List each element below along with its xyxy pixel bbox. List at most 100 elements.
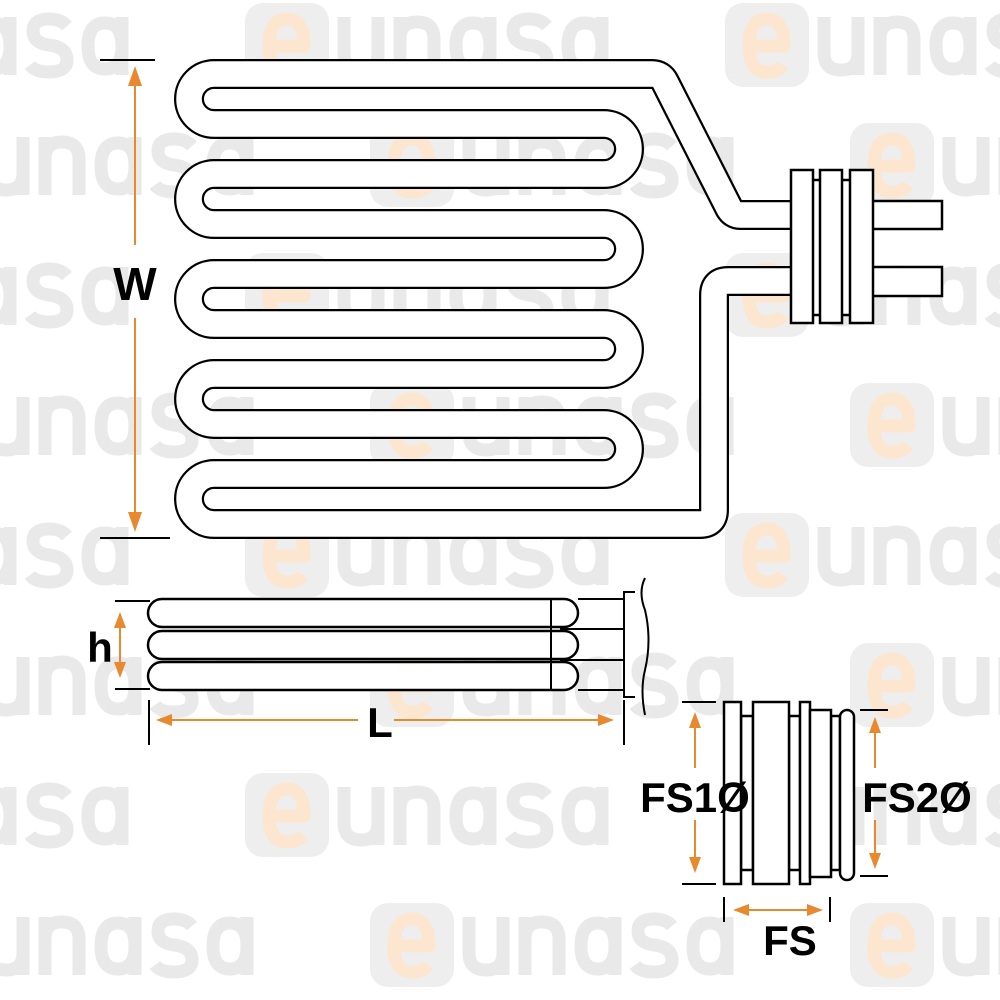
watermark-logo: [370, 903, 734, 987]
watermark-glyph: [942, 917, 990, 977]
watermark-glyph: [206, 916, 254, 976]
dimension-l: L: [148, 699, 625, 746]
watermark-glyph: [24, 782, 74, 849]
fs1-diameter-label: FS1Ø: [640, 774, 750, 821]
watermark-glyph: [81, 786, 129, 846]
watermark-glyph: [24, 262, 74, 329]
flange-ring: [722, 700, 743, 886]
watermark-glyph: [629, 652, 679, 719]
watermark-glyph: [0, 657, 30, 717]
watermark-glyph: [561, 786, 609, 846]
watermark-glyph: [629, 912, 679, 979]
flange-neck: [787, 714, 802, 872]
break-line: [640, 577, 650, 716]
watermark-glyph: [462, 917, 510, 977]
watermark-glyph: [24, 522, 74, 589]
dimension-fs1: FS1Ø: [640, 701, 750, 885]
watermark-glyph: [38, 135, 86, 195]
watermark-glyph: [984, 783, 1000, 848]
watermark-glyph: [24, 12, 74, 79]
h-label: h: [87, 624, 113, 671]
watermark-glyph: [984, 13, 1000, 78]
watermark-logo: [0, 522, 129, 589]
l-label: L: [367, 699, 393, 746]
watermark-logo: [725, 3, 1000, 87]
watermark-logo: [0, 782, 129, 849]
side-tube: [146, 597, 580, 629]
watermark-glyph: [574, 656, 622, 716]
flange-ring: [798, 700, 812, 886]
flange-plate: [789, 168, 815, 325]
watermark-logo: [0, 912, 254, 979]
watermark-logo: [850, 383, 1000, 467]
watermark-glyph: [0, 137, 30, 197]
fs-length-label: FS: [763, 917, 817, 964]
flange-neck: [829, 714, 842, 872]
watermark-logo: [0, 12, 129, 79]
watermark-glyph: [38, 655, 86, 715]
watermark-glyph: [942, 137, 990, 197]
flange-gasket: [838, 708, 856, 882]
watermark-glyph: [0, 397, 30, 457]
top-view-heating-element: [174, 59, 944, 539]
dimension-fs: FS: [723, 897, 831, 964]
watermark-glyph: [574, 916, 622, 976]
watermark-glyph: [518, 915, 566, 975]
watermark-glyph: [867, 652, 916, 719]
watermark-glyph: [867, 912, 916, 979]
watermark-glyph: [873, 785, 921, 845]
watermark-glyph: [629, 132, 679, 199]
watermark-glyph: [942, 657, 990, 717]
watermark-glyph: [873, 525, 921, 585]
watermark-logo: [245, 773, 609, 857]
watermark-glyph: [0, 17, 17, 75]
watermark-glyph: [393, 785, 441, 845]
watermark-glyph: [817, 527, 865, 587]
watermark-glyph: [942, 397, 990, 457]
watermark-glyph: [149, 132, 199, 199]
watermark-glyph: [0, 267, 17, 325]
watermark-glyph: [929, 786, 977, 846]
watermark-glyph: [984, 263, 1000, 328]
serpentine-tube-fill: [176, 61, 795, 537]
watermark-glyph: [94, 916, 142, 976]
watermark-glyph: [449, 786, 497, 846]
watermark-glyph: [149, 392, 199, 459]
side-tube: [146, 629, 580, 661]
watermark-glyph: [337, 787, 385, 847]
flange-body: [751, 700, 791, 886]
w-label: W: [113, 258, 157, 310]
watermark-glyph: [0, 917, 30, 977]
watermark-glyph: [873, 15, 921, 75]
watermark-glyph: [38, 395, 86, 455]
watermark-glyph: [742, 12, 791, 79]
watermark-glyph: [929, 16, 977, 76]
watermark-glyph: [984, 523, 1000, 588]
watermark-glyph: [0, 787, 17, 845]
watermark-glyph: [504, 782, 554, 849]
watermark-logo: [0, 262, 129, 329]
watermark-glyph: [94, 656, 142, 716]
watermark-glyph: [149, 912, 199, 979]
side-view-heating-element: [146, 577, 650, 716]
watermark-glyph: [817, 17, 865, 77]
watermark-glyph: [81, 266, 129, 326]
watermark-glyph: [867, 132, 916, 199]
watermark-glyph: [686, 916, 734, 976]
flange-plate: [818, 168, 844, 325]
side-tube: [146, 660, 580, 692]
watermark-logo: [725, 513, 1000, 597]
watermark-glyph: [742, 522, 791, 589]
flange-detail: [722, 700, 856, 886]
watermark-glyph: [929, 526, 977, 586]
dimension-fs2: FS2Ø: [860, 709, 972, 877]
dimension-w: W: [100, 59, 170, 539]
watermark-glyph: [94, 136, 142, 196]
watermark-logo: [850, 643, 1000, 727]
watermark-glyph: [81, 16, 129, 76]
watermark-glyph: [262, 782, 311, 849]
fs2-diameter-label: FS2Ø: [862, 774, 972, 821]
watermark-glyph: [387, 912, 436, 979]
